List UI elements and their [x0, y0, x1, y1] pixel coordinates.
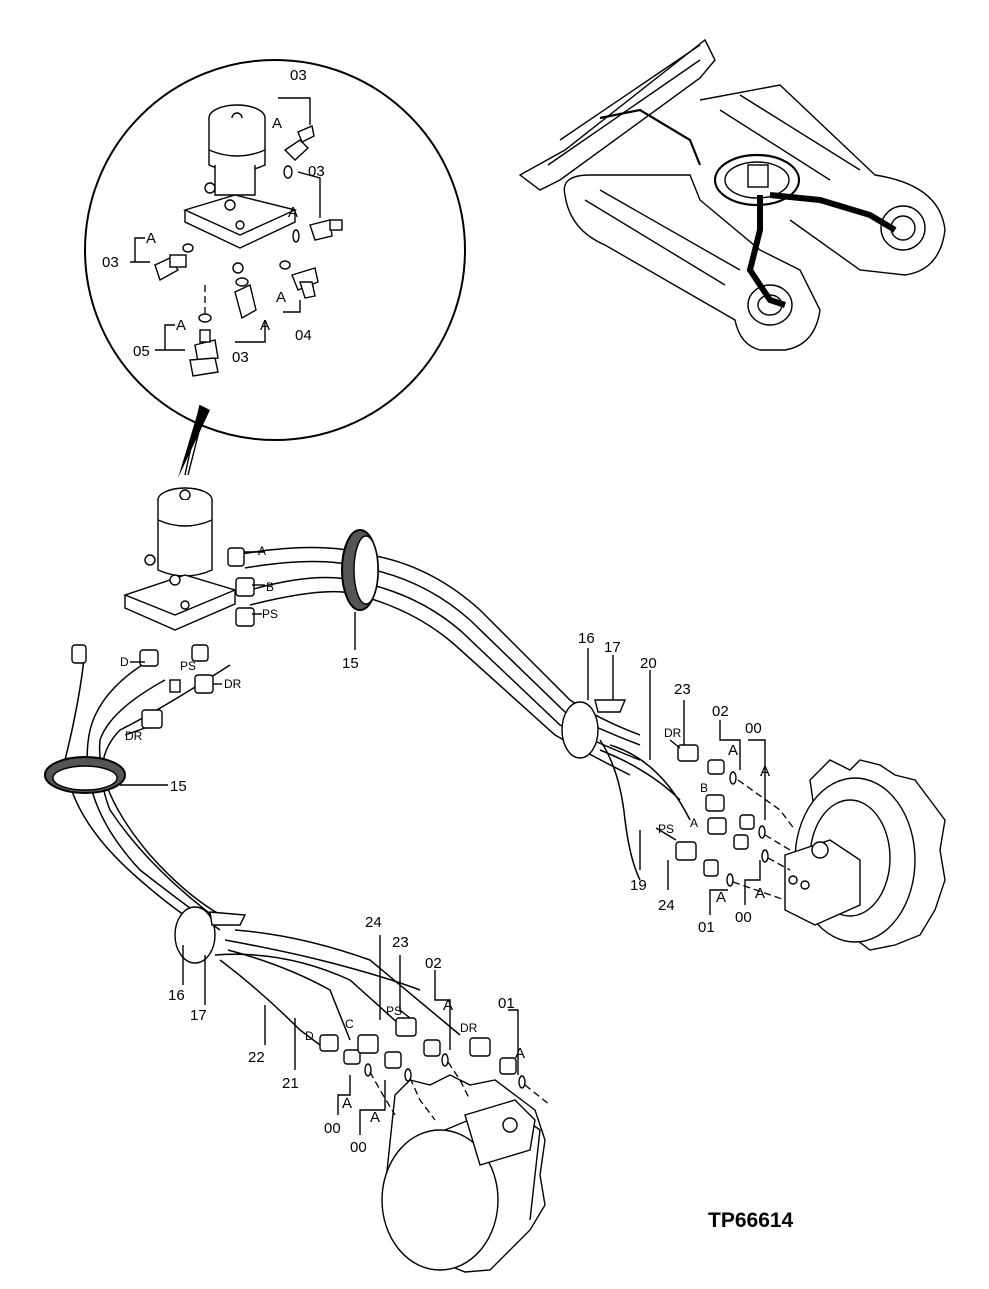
callout-03-d: 03	[232, 349, 249, 366]
port-a-left-4: A	[370, 1109, 380, 1126]
port-a-left-1: A	[443, 997, 453, 1014]
callout-23-left: 23	[392, 934, 409, 951]
swivel-fittings	[71, 547, 255, 729]
callout-22: 22	[248, 1049, 265, 1066]
port-dr-left: DR	[460, 1021, 478, 1035]
callout-24-right: 24	[658, 897, 675, 914]
callout-23-right: 23	[674, 681, 691, 698]
port-dr-swivel-2: DR	[125, 729, 143, 743]
fitting-04	[279, 260, 319, 299]
port-ps-left: PS	[386, 1004, 402, 1018]
port-a-5: A	[260, 317, 270, 334]
clamp-16-17-left	[174, 906, 247, 964]
port-a-right-3: A	[690, 816, 698, 830]
fitting-03-left	[154, 243, 194, 282]
fitting-03-right	[292, 219, 343, 243]
band-clamp-15-left	[44, 756, 126, 794]
port-a-2: A	[288, 204, 298, 221]
port-a-right-2: A	[760, 763, 770, 780]
callout-03-b: 03	[308, 163, 325, 180]
callout-19: 19	[630, 877, 647, 894]
port-d-swivel: D	[120, 655, 129, 669]
callout-15-left: 15	[170, 778, 187, 795]
port-a-1: A	[272, 115, 282, 132]
port-dr-swivel-1: DR	[224, 677, 242, 691]
callout-01-right: 01	[698, 919, 715, 936]
port-a-4: A	[276, 289, 286, 306]
band-clamp-15-top	[341, 529, 379, 611]
port-ps-swivel-1: PS	[262, 607, 278, 621]
travel-motor-left	[381, 1074, 546, 1273]
port-b-swivel: B	[266, 580, 274, 594]
port-a-swivel: A	[258, 544, 266, 558]
port-ps-right: PS	[658, 822, 674, 836]
callout-24-left: 24	[365, 914, 382, 931]
callout-17-right: 17	[604, 639, 621, 656]
callout-00-right-a: 00	[745, 720, 762, 737]
callout-01-left: 01	[498, 995, 515, 1012]
port-a-right-4: A	[716, 889, 726, 906]
port-d-left: D	[305, 1029, 314, 1043]
machine-overview	[518, 38, 946, 351]
callout-00-left-b: 00	[350, 1139, 367, 1156]
callout-20: 20	[640, 655, 657, 672]
port-ps-swivel-2: PS	[180, 659, 196, 673]
port-a-6: A	[176, 317, 186, 334]
port-a-right-1: A	[728, 742, 738, 759]
callout-16-right: 16	[578, 630, 595, 647]
callout-16-left: 16	[168, 987, 185, 1004]
callout-17-left: 17	[190, 1007, 207, 1024]
left-fittings	[319, 1017, 526, 1089]
figure-id: TP66614	[708, 1209, 794, 1232]
callout-21: 21	[282, 1075, 299, 1092]
callout-15-top: 15	[342, 655, 359, 672]
fitting-05	[189, 313, 219, 377]
callout-03-c: 03	[102, 254, 119, 271]
center-swivel-joint	[122, 487, 238, 631]
clamp-16-17-right	[561, 699, 627, 759]
port-a-3: A	[146, 230, 156, 247]
callout-05: 05	[133, 343, 150, 360]
travel-motor-right	[784, 759, 946, 951]
callout-02-left: 02	[425, 955, 442, 972]
port-a-left-3: A	[342, 1095, 352, 1112]
port-c-left: C	[345, 1017, 354, 1031]
callout-00-right-b: 00	[735, 909, 752, 926]
callout-00-left-a: 00	[324, 1120, 341, 1137]
fitting-03-top	[283, 125, 315, 179]
fitting-03-bottom	[232, 262, 257, 320]
port-a-left-2: A	[515, 1045, 525, 1062]
callout-04: 04	[295, 327, 312, 344]
right-fittings	[675, 744, 769, 887]
detail-magnifier: 03 A 03 A A 03 A A 04 A 05 03	[84, 59, 466, 478]
callout-03-a: 03	[290, 67, 307, 84]
callout-02-right: 02	[712, 703, 729, 720]
port-dr-right: DR	[664, 726, 682, 740]
port-a-right-5: A	[755, 885, 765, 902]
port-b-right: B	[700, 781, 708, 795]
